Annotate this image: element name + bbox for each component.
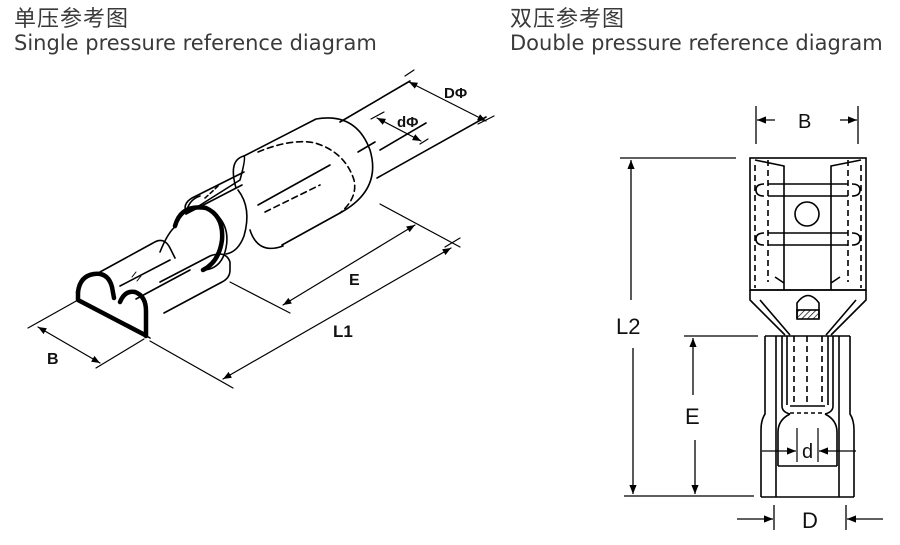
insulation-sleeve-front [760,335,855,498]
label-total-length-double: L2 [616,314,640,339]
dim-inner-diameter [370,111,429,145]
label-insulation-length-double: E [685,404,700,429]
dim-insulation-length-double [684,335,758,494]
barrel-edge [172,205,225,273]
label-outer-diameter-double: D [802,508,818,533]
label-inner-diameter-single: dΦ [397,114,418,131]
single-pressure-title-cn: 单压参考图 [14,7,130,32]
single-pressure-title: 单压参考图 Single pressure reference diagram [14,9,377,54]
double-pressure-title-cn: 双压参考图 [510,7,626,32]
single-pressure-diagram [27,69,495,389]
dim-total-length-double [620,157,754,497]
label-tab-width-single: B [47,351,59,368]
dim-tab-width [27,299,145,369]
label-inner-diameter-double: d [802,441,813,463]
dim-tab-width-double [755,106,859,144]
dim-outer-diameter-double [737,505,883,530]
label-outer-diameter-single: DΦ [444,85,467,102]
label-insulation-length-single: E [349,272,360,289]
dim-outer-diameter [404,69,495,125]
dim-insulation-length [229,203,461,314]
receptacle-tab [75,239,231,339]
insulation-sleeve [185,117,374,250]
double-pressure-title: 双压参考图 Double pressure reference diagram [510,9,883,54]
dim-total-length [149,237,461,389]
receptacle-head [749,157,867,336]
double-pressure-title-en: Double pressure reference diagram [510,31,883,55]
single-pressure-title-en: Single pressure reference diagram [14,31,377,55]
label-total-length-single: L1 [333,322,353,341]
label-tab-width-double: B [798,111,811,133]
double-pressure-diagram [620,106,883,530]
